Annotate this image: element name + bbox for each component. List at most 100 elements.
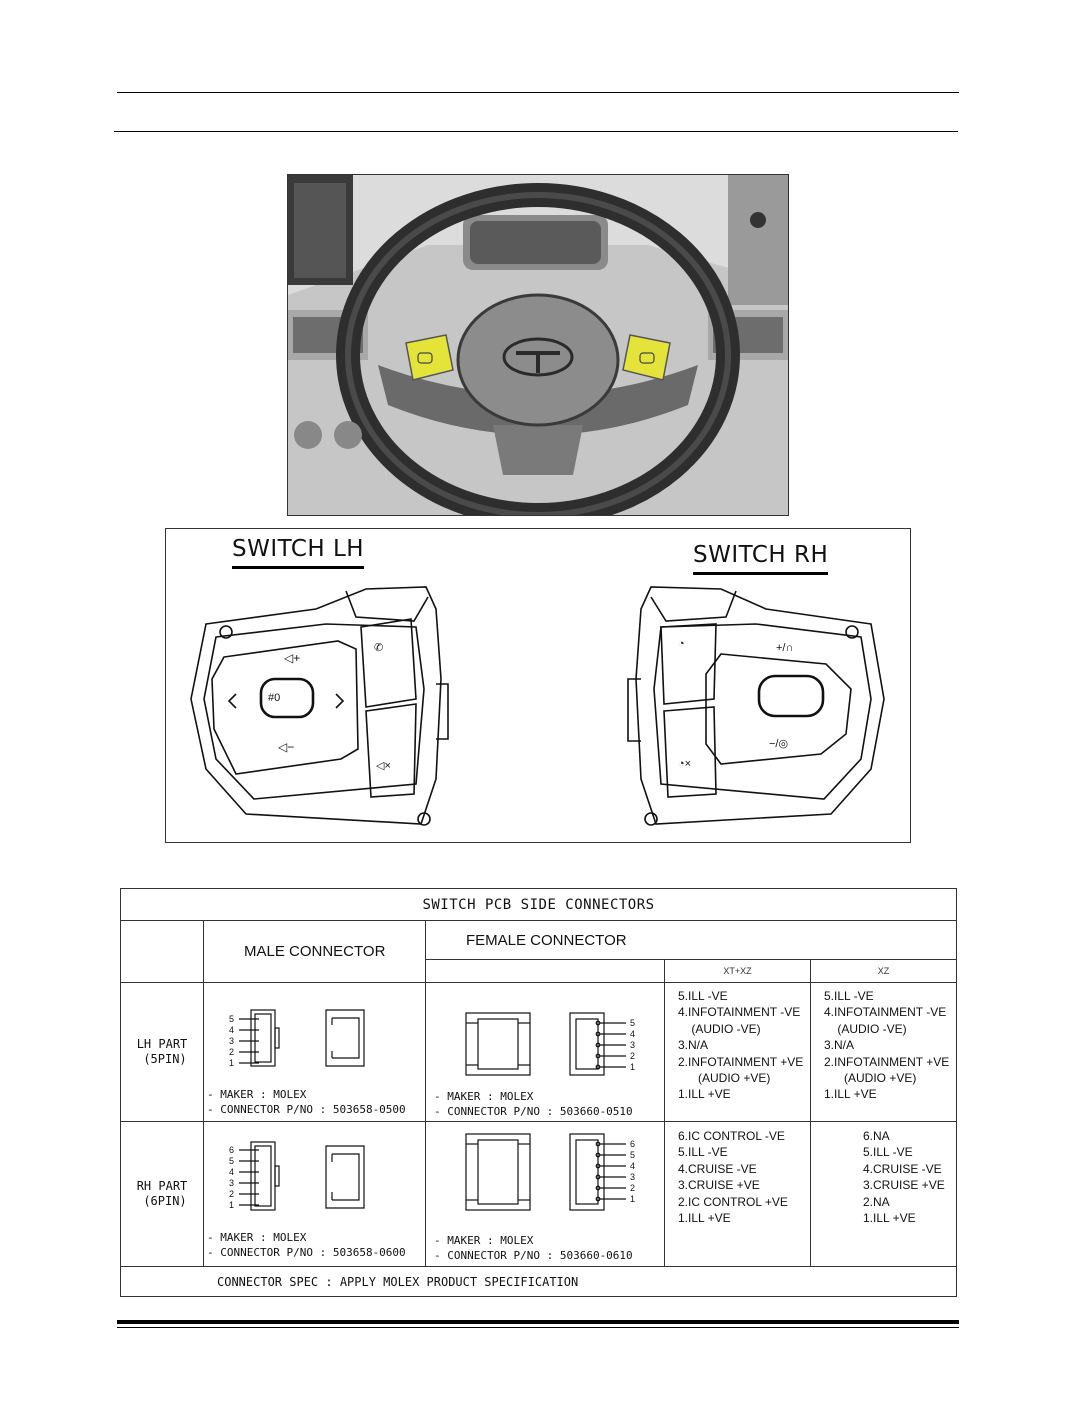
rh-male-part-number: - CONNECTOR P/NO : 503658-0600	[207, 1246, 406, 1259]
lh-xt-xz-pin-entry: 5.ILL -VE	[678, 989, 728, 1003]
lh-xz-pin-entry: 3.N/A	[824, 1038, 855, 1053]
rh-male-pin-1: 1	[229, 1200, 234, 1210]
header-rule-bottom	[114, 131, 958, 132]
lh-xt-xz-pin-list: 5.ILL -VE 4.INFOTAINMENT -VE (AUDIO -VE) 3…	[665, 983, 810, 1103]
lh-part-label: LH PART (5PIN)	[120, 982, 204, 1122]
rh-female-connector-drawing: 6 5 4 3 2 1	[465, 1133, 635, 1211]
lh-xt-xz-pin-entry: 3.N/A	[678, 1038, 709, 1053]
svg-text:◁−: ◁−	[278, 740, 294, 754]
rh-female-pin-2: 2	[630, 1183, 635, 1193]
rh-xz-pin-entry: 2.NA	[863, 1194, 890, 1209]
connector-spec-footer: CONNECTOR SPEC : APPLY MOLEX PRODUCT SPE…	[119, 1266, 958, 1297]
rh-female-pin-6: 6	[630, 1139, 635, 1149]
lh-male-maker: - MAKER : MOLEX	[207, 1088, 307, 1101]
lh-male-pin-5: 5	[229, 1014, 234, 1024]
variant-header-xz: XZ	[809, 959, 958, 983]
rh-part-name: RH PART	[136, 1179, 188, 1193]
lh-male-connector-drawing: 5 4 3 2 1	[229, 1009, 365, 1068]
rh-male-maker: - MAKER : MOLEX	[207, 1231, 307, 1244]
lh-xz-pin-entry: (AUDIO +VE)	[824, 1071, 917, 1086]
rh-female-pin-3: 3	[630, 1172, 635, 1182]
rh-xz-pin-entry: 1.ILL +VE	[863, 1211, 916, 1226]
rh-xt-xz-pin-entry: 5.ILL -VE	[678, 1145, 728, 1160]
svg-text:◔: ◔	[678, 638, 685, 650]
rh-xz-pin-entry: 3.CRUISE +VE	[863, 1178, 945, 1193]
lh-male-pin-2: 2	[229, 1047, 234, 1057]
lh-xt-xz-pin-entry: (AUDIO -VE)	[678, 1021, 761, 1036]
svg-text:−/◎: −/◎	[769, 738, 788, 750]
rh-male-pin-5: 5	[229, 1156, 234, 1166]
rh-xt-xz-pin-entry: 4.CRUISE -VE	[678, 1161, 757, 1176]
rh-xz-pin-entry: 5.ILL -VE	[863, 1145, 913, 1160]
lh-female-cell: 5 4 3 2 1 - MAKER : MOLEX - CONNECTOR P/…	[425, 982, 665, 1122]
lh-xt-xz-pin-entry: 1.ILL +VE	[678, 1087, 731, 1102]
svg-text:◁×: ◁×	[376, 760, 391, 772]
connector-table: SWITCH PCB SIDE CONNECTORS MALE CONNECTO…	[119, 888, 958, 1297]
lh-part-pins: (5PIN)	[143, 1052, 187, 1066]
lh-xz-pin-entry: 1.ILL +VE	[824, 1087, 877, 1102]
rh-male-pin-4: 4	[229, 1167, 234, 1177]
rh-xt-xz-pin-entry: 1.ILL +VE	[678, 1211, 731, 1226]
rh-part-label: RH PART (6PIN)	[120, 1121, 204, 1267]
rh-female-maker: - MAKER : MOLEX	[434, 1234, 534, 1247]
lh-xz-pin-entry: 2.INFOTAINMENT +VE	[824, 1054, 950, 1069]
lh-xt-xz-pin-entry: 4.INFOTAINMENT -VE	[678, 1005, 801, 1020]
rh-xt-xz-pin-entry: 3.CRUISE +VE	[678, 1178, 760, 1193]
female-drawing-header-blank	[425, 959, 665, 983]
rh-xt-xz-pin-entry: 2.IC CONTROL +VE	[678, 1194, 788, 1209]
lh-female-pin-3: 3	[630, 1040, 635, 1050]
variant-header-xt-xz: XT+XZ	[664, 959, 811, 983]
svg-text:◁+: ◁+	[284, 651, 300, 665]
svg-text:+/∩: +/∩	[776, 642, 793, 654]
rh-male-connector-drawing: 6 5 4 3 2 1	[229, 1141, 365, 1211]
switch-line-drawing: ◁+ ◁− #0 ✆ ◁× +/∩ −/◎ ◔ ◔×	[190, 586, 885, 826]
rh-xz-pin-entry: 6.NA	[863, 1129, 890, 1143]
rh-female-pin-4: 4	[630, 1161, 635, 1171]
lh-xt-xz-pin-entry: (AUDIO +VE)	[678, 1071, 771, 1086]
footer-rule-thin	[117, 1327, 959, 1328]
lh-female-maker: - MAKER : MOLEX	[434, 1090, 534, 1103]
lh-female-pin-1: 1	[630, 1062, 635, 1072]
rh-xz-pin-entry: 4.CRUISE -VE	[863, 1161, 942, 1176]
lh-male-pin-3: 3	[229, 1036, 234, 1046]
lh-xz-pin-entry: 5.ILL -VE	[824, 989, 874, 1003]
switch-diagram: SWITCH LH SWITCH RH ◁+ ◁− #0 ✆ ◁×	[165, 528, 911, 843]
rh-male-pin-2: 2	[229, 1189, 234, 1199]
lh-female-pin-4: 4	[630, 1029, 635, 1039]
lh-xz-pin-entry: 4.INFOTAINMENT -VE	[824, 1005, 947, 1020]
footer-rule-thick	[117, 1320, 959, 1324]
lh-female-connector-drawing: 5 4 3 2 1	[465, 1012, 635, 1076]
blank-header-cell	[120, 920, 204, 983]
rh-part-pins: (6PIN)	[143, 1194, 187, 1208]
rh-male-pin-3: 3	[229, 1178, 234, 1188]
switch-lh-title: SWITCH LH	[232, 536, 365, 570]
lh-male-pin-4: 4	[229, 1025, 234, 1035]
rh-female-cell: 6 5 4 3 2 1 - MAKER : MOLEX - CONNECTOR …	[425, 1121, 665, 1267]
switch-rh-title: SWITCH RH	[693, 542, 829, 576]
female-connector-header: FEMALE CONNECTOR	[424, 919, 958, 961]
rh-female-part-number: - CONNECTOR P/NO : 503660-0610	[434, 1249, 633, 1262]
lh-male-part-number: - CONNECTOR P/NO : 503658-0500	[207, 1103, 406, 1116]
lh-pinout-xt-xz: 5.ILL -VE 4.INFOTAINMENT -VE (AUDIO -VE) 3…	[664, 982, 811, 1122]
lh-female-pin-2: 2	[630, 1051, 635, 1061]
svg-text:◔×: ◔×	[678, 758, 691, 770]
rh-male-cell: 6 5 4 3 2 1 - MAKER : MOLEX - CONNECTOR …	[203, 1121, 426, 1267]
male-connector-header: MALE CONNECTOR	[203, 920, 426, 983]
lh-female-part-number: - CONNECTOR P/NO : 503660-0510	[434, 1105, 633, 1118]
lh-male-pin-1: 1	[229, 1058, 234, 1068]
svg-text:#0: #0	[268, 692, 280, 704]
lh-xt-xz-pin-entry: 2.INFOTAINMENT +VE	[678, 1054, 804, 1069]
rh-xt-xz-pin-entry: 6.IC CONTROL -VE	[678, 1129, 785, 1143]
lh-xz-pin-entry: (AUDIO -VE)	[824, 1021, 907, 1036]
header-rule-top	[117, 92, 959, 93]
lh-male-cell: 5 4 3 2 1 - MAKER : MOLEX - CONNECTOR P/…	[203, 982, 426, 1122]
svg-text:✆: ✆	[374, 642, 383, 654]
rh-female-pin-5: 5	[630, 1150, 635, 1160]
lh-pinout-xz: 5.ILL -VE 4.INFOTAINMENT -VE (AUDIO -VE) 3…	[809, 982, 958, 1122]
rh-male-pin-6: 6	[229, 1145, 234, 1155]
lh-part-name: LH PART	[136, 1037, 188, 1051]
